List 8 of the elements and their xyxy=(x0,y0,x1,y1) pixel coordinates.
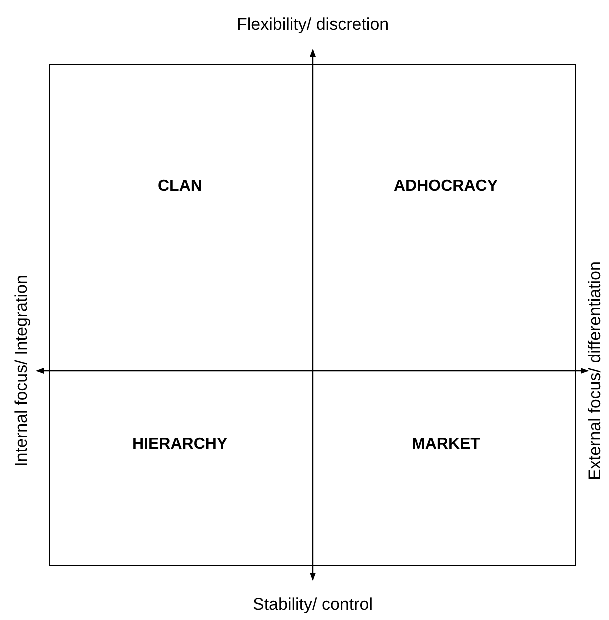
axis-label: Stability/ control xyxy=(253,595,373,615)
quadrant-label: HIERARCHY xyxy=(132,435,228,455)
quadrant-label: MARKET xyxy=(412,435,480,455)
quadrant-label: ADHOCRACY xyxy=(394,177,498,197)
axis-label: Internal focus/ Integration xyxy=(12,275,32,467)
axis-label: External focus/ differentiation xyxy=(584,262,605,480)
axis-label: Flexibility/ discretion xyxy=(237,15,390,35)
quadrant-label: CLAN xyxy=(158,177,202,197)
